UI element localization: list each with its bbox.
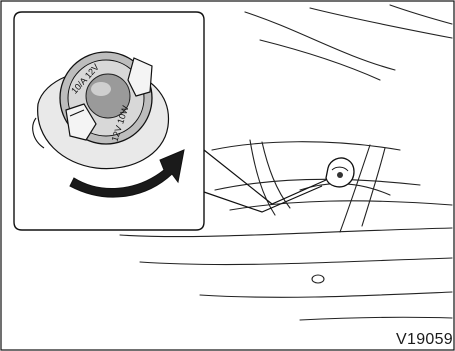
bulb-socket-on-vehicle xyxy=(326,158,354,187)
inset-callout: 10/A 12V 12V 10W xyxy=(14,12,204,230)
leader-lines xyxy=(204,150,326,212)
figure-code: V19059 xyxy=(396,331,453,349)
